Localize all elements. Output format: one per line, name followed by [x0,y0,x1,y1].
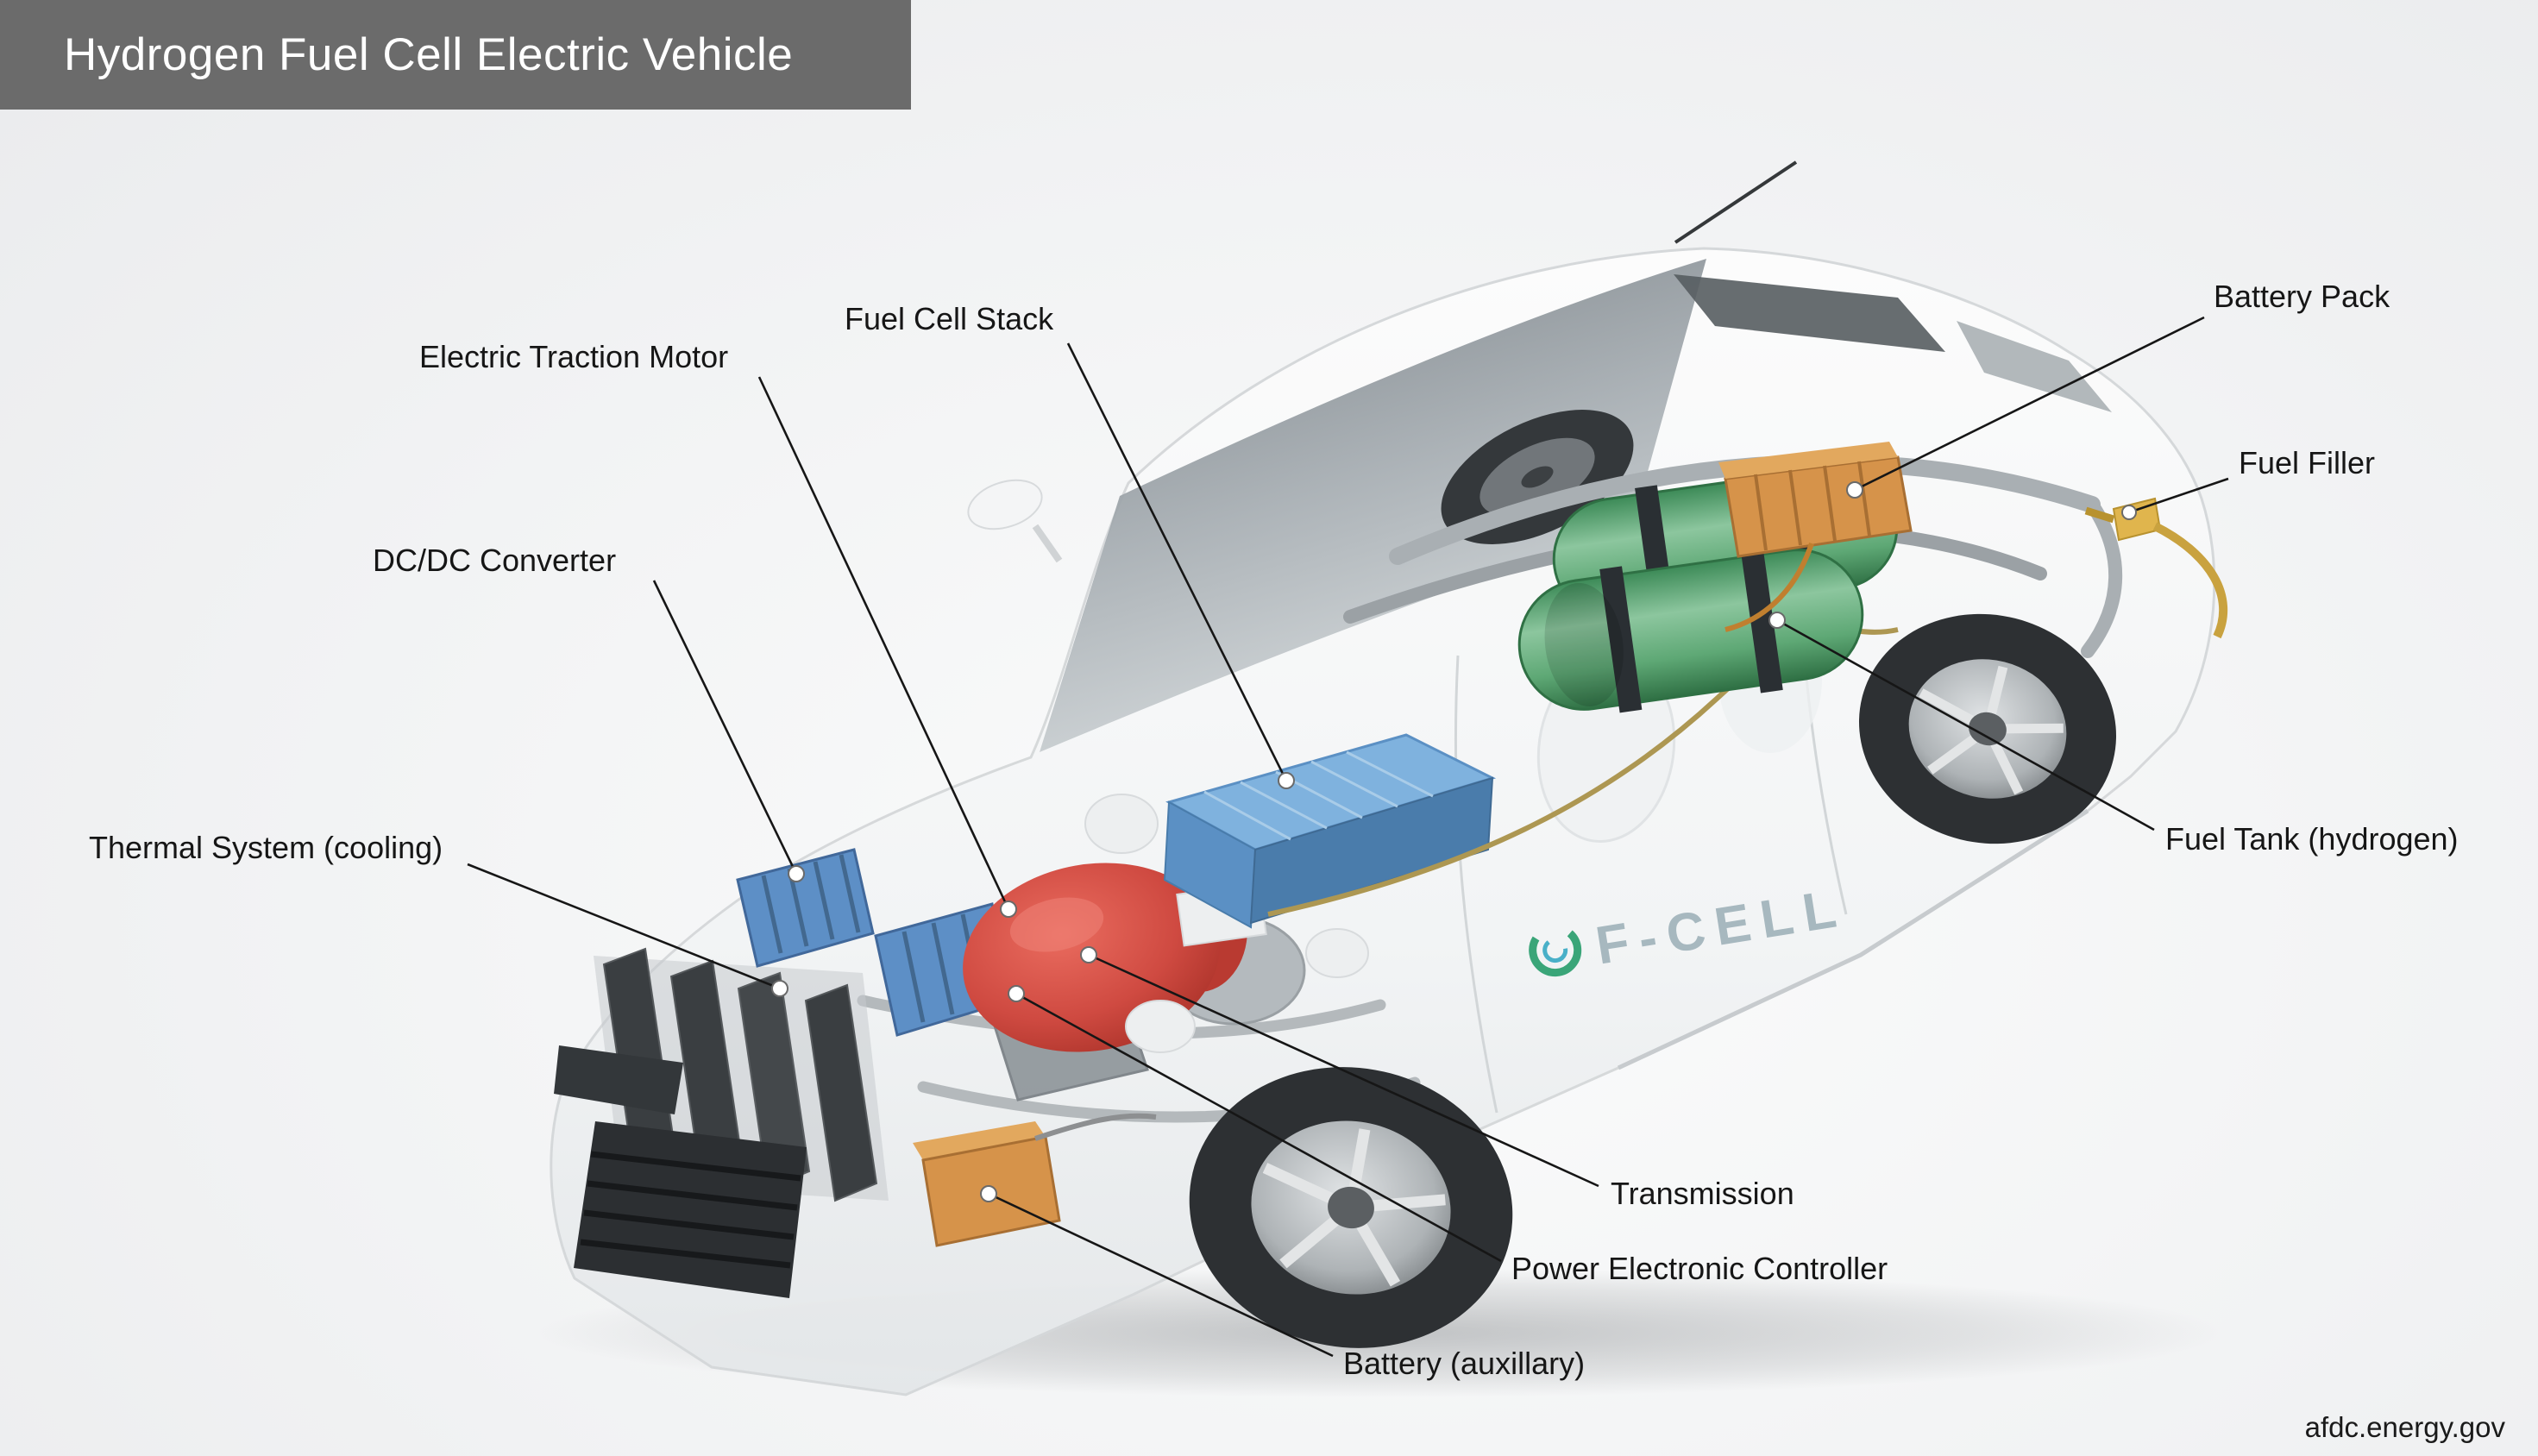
leader-battery-auxillary [980,1185,1334,1358]
source-watermark: afdc.energy.gov [2304,1411,2505,1443]
leader-fuel-cell-stack [1066,342,1295,789]
sunroof-glass [1674,274,1945,352]
leader-dcdc-converter [652,580,805,882]
callout-dot [771,980,788,997]
callout-dcdc-converter: DC/DC Converter [373,543,617,578]
callout-dot [1278,772,1295,789]
callout-battery-auxillary: Battery (auxillary) [1343,1346,1586,1381]
front-wheel [1189,1067,1513,1348]
callout-power-electronic-controller: Power Electronic Controller [1511,1251,1888,1286]
callout-dot [1000,901,1017,918]
title-bar: Hydrogen Fuel Cell Electric Vehicle [0,0,911,110]
callout-dot [1080,946,1097,963]
callout-battery-pack: Battery Pack [2214,279,2390,314]
callout-dot [980,1185,997,1202]
fuel-cell-stack-illustration [1163,733,1497,929]
callout-dot [1768,612,1786,629]
leader-transmission [1080,946,1599,1188]
fcell-logo-icon [1529,924,1582,977]
callout-dot [2121,505,2137,520]
callout-dot [1846,481,1863,499]
callout-transmission: Transmission [1611,1176,1794,1211]
fuel-tank-illustration [1517,465,1899,713]
callout-dot [1008,985,1025,1002]
leader-fuel-filler [2121,477,2229,520]
dcdc-converter-illustration [736,848,875,968]
page-title: Hydrogen Fuel Cell Electric Vehicle [64,29,794,80]
front-grille [554,1045,807,1298]
callout-thermal-system: Thermal System (cooling) [89,830,443,865]
leader-thermal-system [467,863,788,997]
battery-pack-illustration [1718,442,1913,632]
leader-battery-pack [1846,316,2205,499]
side-mirror [967,479,1063,563]
windshield-glass [1040,259,1706,752]
leader-power-electronic-controller [1008,985,1502,1263]
callout-fuel-tank: Fuel Tank (hydrogen) [2165,821,2459,857]
callout-dot [788,865,805,882]
callout-fuel-filler: Fuel Filler [2239,445,2376,480]
rear-window-glass [1957,321,2112,412]
leader-fuel-tank [1768,612,2155,832]
antenna [1674,160,1798,244]
callout-fuel-cell-stack: Fuel Cell Stack [845,301,1054,336]
callout-electric-traction-motor: Electric Traction Motor [419,339,729,374]
rear-wheel [1858,613,2117,844]
leader-electric-traction-motor [757,376,1017,918]
